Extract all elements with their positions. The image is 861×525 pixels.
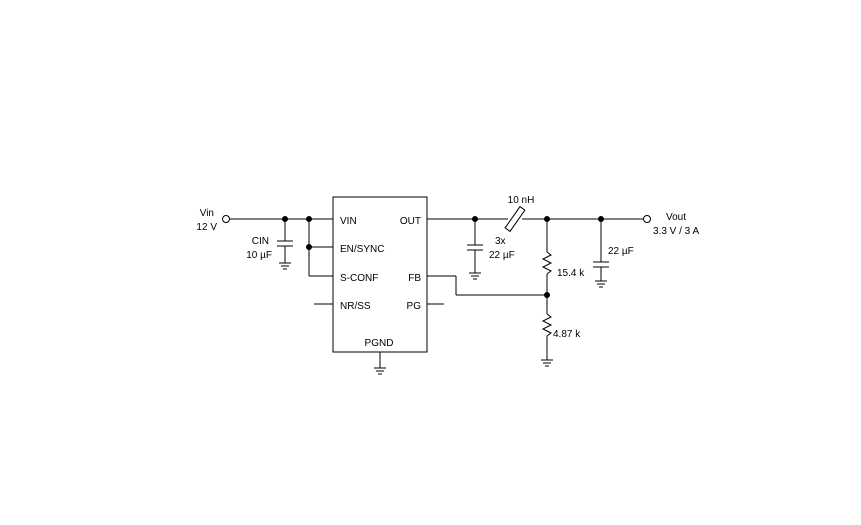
resistor-top-label: 15.4 k bbox=[557, 268, 585, 279]
vin-label: Vin bbox=[200, 208, 214, 219]
cout2-capacitor bbox=[593, 219, 609, 281]
cin-capacitor bbox=[277, 219, 293, 263]
pin-pgnd-label: PGND bbox=[365, 338, 394, 349]
vin-terminal bbox=[222, 215, 230, 223]
resistor-bottom bbox=[541, 295, 553, 360]
cout-value-label: 22 µF bbox=[489, 250, 515, 261]
vout-label: Vout bbox=[666, 212, 686, 223]
cin-name-label: CIN bbox=[252, 236, 269, 247]
ground-icon bbox=[469, 272, 481, 280]
resistor-bottom-label: 4.87 k bbox=[553, 329, 581, 340]
ground-icon bbox=[279, 262, 291, 270]
cout-capacitor bbox=[467, 219, 483, 273]
ground-icon bbox=[374, 367, 386, 375]
input-wires bbox=[230, 218, 333, 305]
pin-out-label: OUT bbox=[400, 216, 421, 227]
cout-qty-label: 3x bbox=[495, 236, 506, 247]
junction-dot bbox=[306, 244, 312, 250]
vout-rating-label: 3.3 V / 3 A bbox=[653, 226, 699, 237]
ground-icon bbox=[541, 359, 553, 367]
pin-fb-label: FB bbox=[408, 273, 421, 284]
pin-s-conf-label: S-CONF bbox=[340, 273, 378, 284]
cout2-value-label: 22 µF bbox=[608, 246, 634, 257]
ground-icon bbox=[595, 280, 607, 288]
inductor-value-label: 10 nH bbox=[508, 195, 535, 206]
pin-nr-ss-label: NR/SS bbox=[340, 301, 371, 312]
vout-terminal bbox=[643, 215, 651, 223]
resistor-top bbox=[541, 219, 553, 295]
vin-voltage-label: 12 V bbox=[196, 222, 217, 233]
pin-vin-label: VIN bbox=[340, 216, 357, 227]
ic-body bbox=[332, 196, 428, 353]
cin-value-label: 10 µF bbox=[246, 250, 272, 261]
output-wires bbox=[427, 218, 643, 305]
pin-en-sync-label: EN/SYNC bbox=[340, 244, 384, 255]
junction-dot bbox=[306, 216, 312, 222]
inductor bbox=[504, 205, 526, 233]
pin-pg-label: PG bbox=[407, 301, 422, 312]
